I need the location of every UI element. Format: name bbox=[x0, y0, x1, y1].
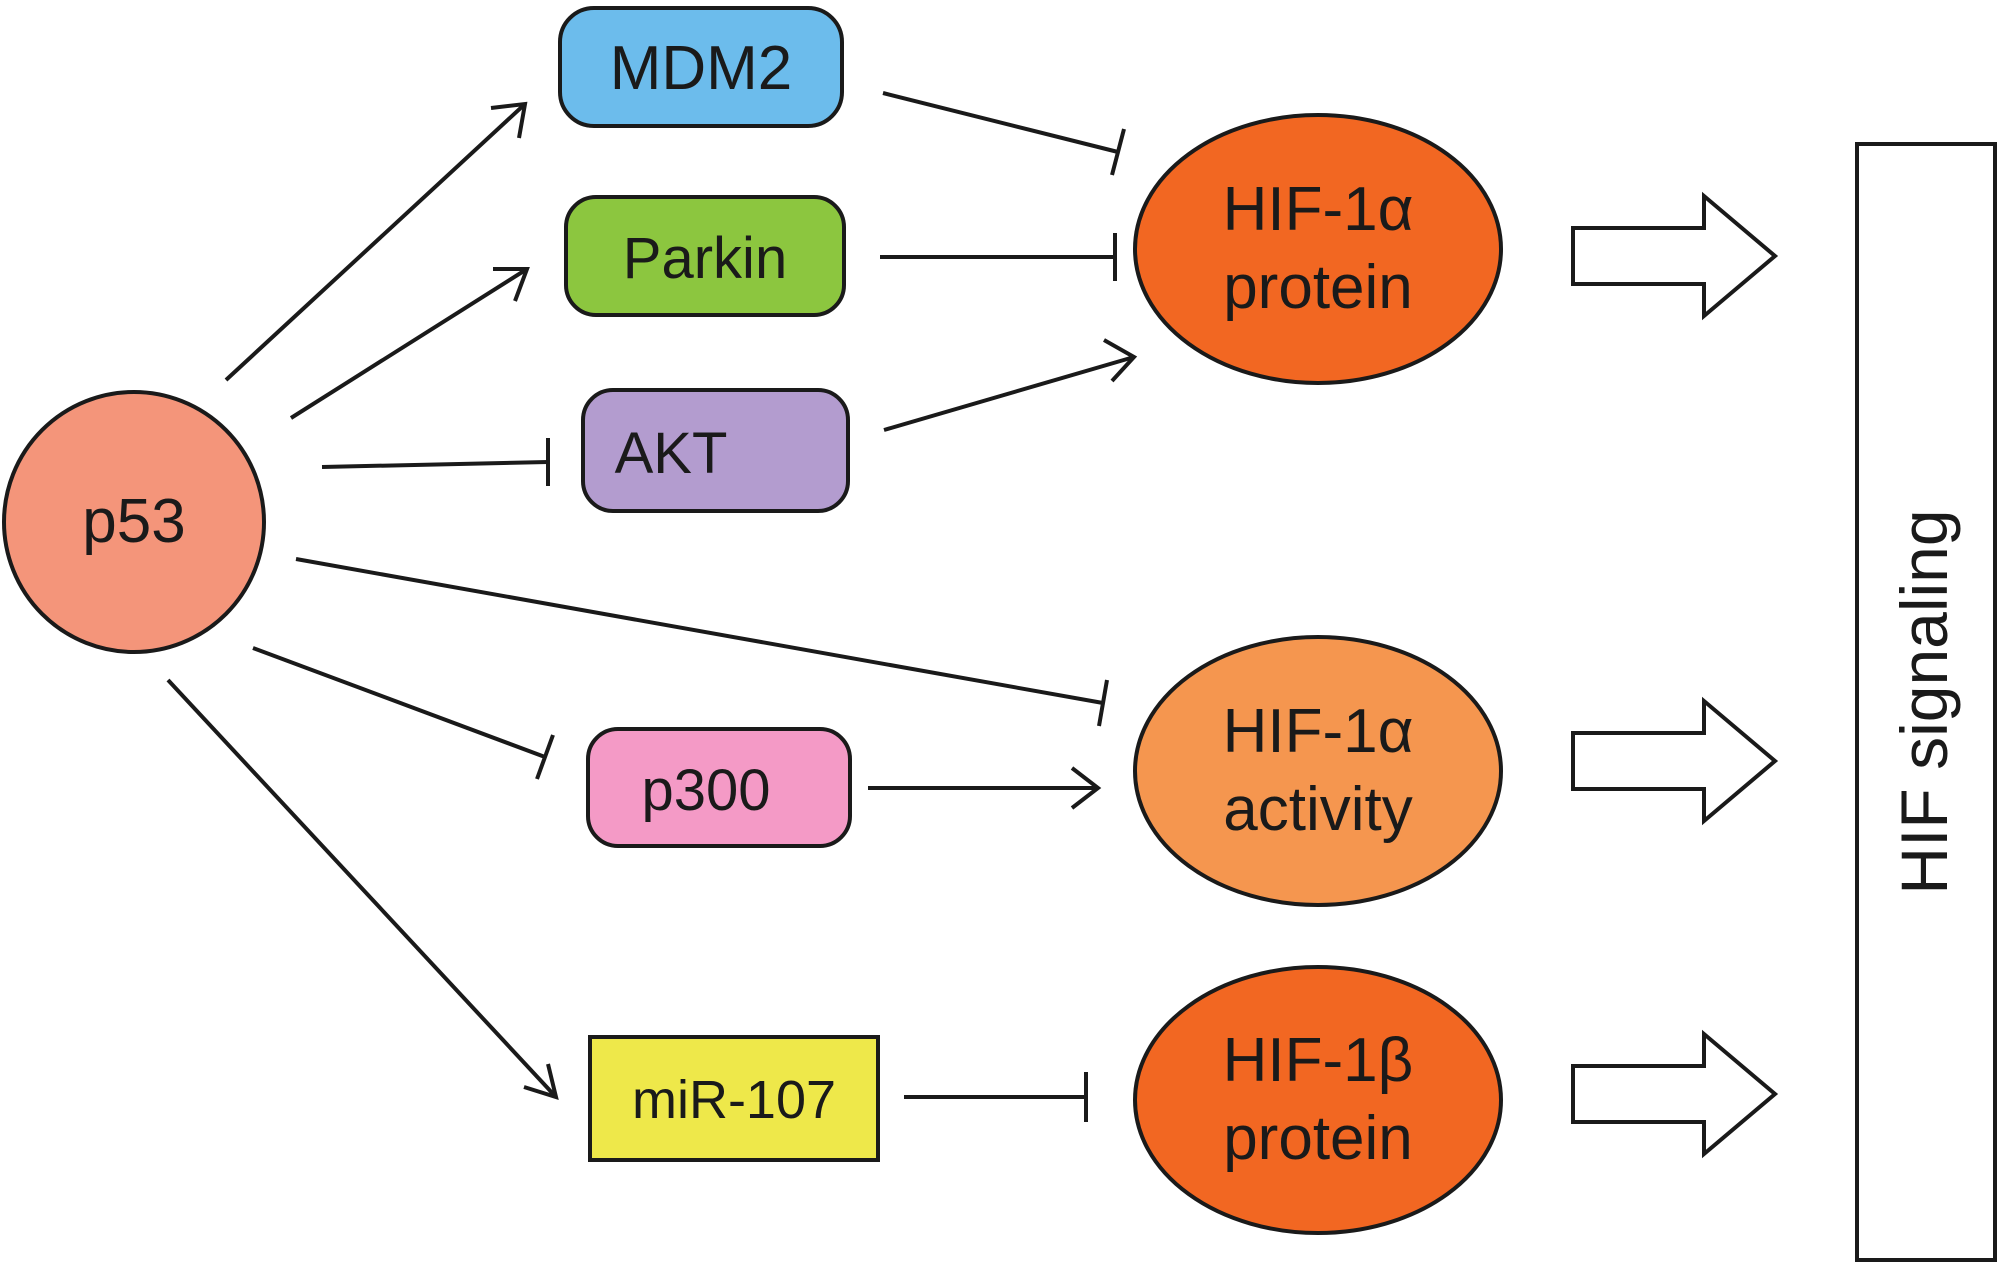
node-p53: p53 bbox=[2, 390, 266, 654]
node-p53-shape bbox=[2, 390, 266, 654]
edges bbox=[166, 91, 1138, 1122]
node-hif1a-protein-line2: protein bbox=[1223, 253, 1413, 322]
node-hif1a-activity-line2: activity bbox=[1223, 775, 1412, 844]
node-p300-shape bbox=[586, 727, 852, 848]
node-hif1b-protein: HIF-1β protein bbox=[1133, 965, 1503, 1235]
node-hif1a-protein-line1: HIF-1α bbox=[1223, 175, 1414, 244]
edge-p53-parkin bbox=[289, 267, 530, 420]
node-hif-signaling-label: HIF signaling bbox=[1887, 509, 1961, 894]
edge-parkin-hif1a-protein bbox=[880, 233, 1117, 281]
node-hif1a-protein: HIF-1α protein bbox=[1133, 113, 1503, 385]
node-akt-shape bbox=[581, 388, 850, 513]
edge-mdm2-hif1a-protein bbox=[882, 91, 1126, 176]
block-arrow-hif1a-activity bbox=[1571, 696, 1779, 826]
block-arrow-hif1a-protein bbox=[1571, 191, 1779, 321]
node-mdm2-shape bbox=[558, 6, 844, 128]
block-arrow-hif1b-protein bbox=[1571, 1029, 1779, 1159]
edge-p53-p300 bbox=[252, 646, 555, 780]
node-hif1a-activity-line1: HIF-1α bbox=[1223, 697, 1414, 766]
edge-p53-hif1a-activity bbox=[295, 557, 1109, 727]
node-hif1a-activity-shape bbox=[1133, 635, 1503, 907]
node-mdm2: MDM2 bbox=[558, 6, 844, 128]
node-hif1b-protein-line1: HIF-1β bbox=[1223, 1026, 1414, 1095]
node-mir107-label: miR-107 bbox=[632, 1070, 836, 1130]
edge-p53-akt bbox=[321, 438, 550, 486]
node-mir107-shape bbox=[588, 1035, 880, 1162]
node-akt: AKT bbox=[581, 388, 850, 513]
node-mdm2-label: MDM2 bbox=[610, 34, 793, 103]
edge-akt-hif1a-protein bbox=[883, 338, 1138, 432]
edge-p53-mdm2 bbox=[224, 101, 528, 382]
edge-mir107-hif1b-protein bbox=[904, 1072, 1088, 1122]
output-arrows bbox=[1571, 191, 1779, 1159]
node-mir107: miR-107 bbox=[588, 1035, 880, 1162]
node-hif-signaling-shape bbox=[1855, 142, 1997, 1262]
node-p300-label: p300 bbox=[641, 758, 770, 823]
node-p53-label: p53 bbox=[82, 487, 185, 556]
node-parkin: Parkin bbox=[564, 195, 846, 317]
node-hif1a-activity: HIF-1α activity bbox=[1133, 635, 1503, 907]
edge-p53-mir107 bbox=[166, 678, 559, 1100]
node-akt-label: AKT bbox=[615, 421, 728, 486]
node-parkin-label: Parkin bbox=[623, 226, 787, 291]
node-hif1a-protein-shape bbox=[1133, 113, 1503, 385]
node-parkin-shape bbox=[564, 195, 846, 317]
node-p300: p300 bbox=[586, 727, 852, 848]
edge-p300-hif1a-activity bbox=[868, 766, 1102, 810]
node-hif-signaling: HIF signaling bbox=[1855, 142, 1997, 1262]
node-hif1b-protein-shape bbox=[1133, 965, 1503, 1235]
node-hif1b-protein-line2: protein bbox=[1223, 1104, 1413, 1173]
